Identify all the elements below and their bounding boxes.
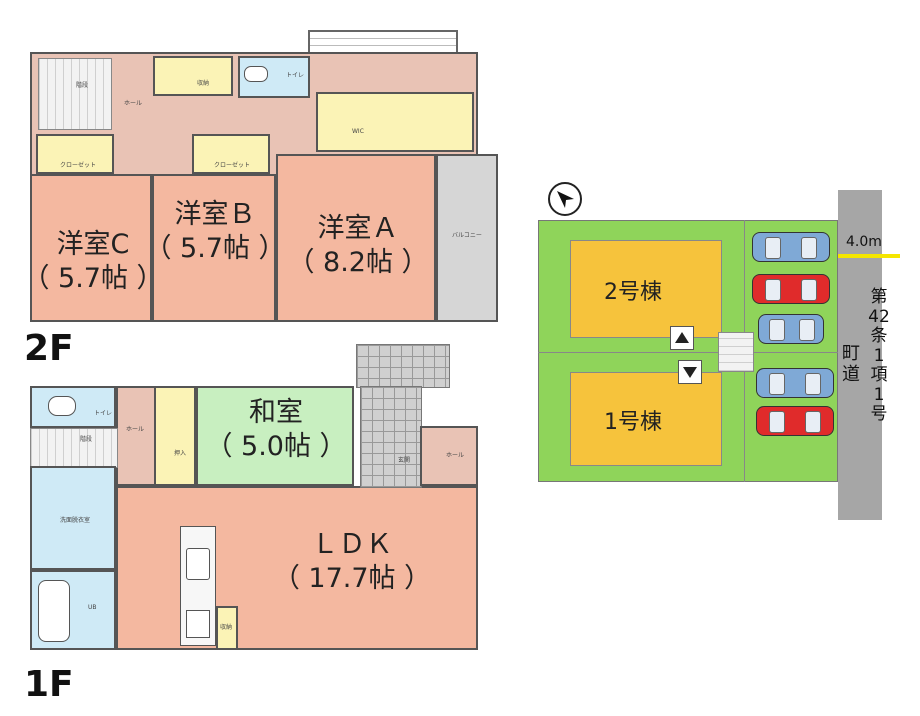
closet-b — [192, 134, 270, 174]
toilet-2f — [238, 56, 310, 98]
hall-2f-label: ホール — [124, 100, 143, 107]
ldk-label: ＬＤＫ （ 17.7帖 ） — [272, 529, 432, 594]
japanese-room — [196, 386, 354, 486]
road-name-label: 町 道 — [842, 343, 860, 385]
kitchen-stove — [186, 610, 210, 638]
washroom-label: 洗面脱衣室 — [60, 517, 91, 524]
washroom — [30, 466, 116, 570]
japanese-room-label: 和室 （ 5.0帖 ） — [205, 397, 347, 462]
kitchen-sink — [186, 548, 210, 580]
car-red-2 — [756, 406, 834, 436]
closet-1f-label: 押入 — [174, 450, 187, 457]
stairs-2f — [38, 58, 112, 130]
site-steps — [718, 332, 754, 372]
lot-divider-horizontal — [538, 352, 838, 353]
bathtub — [38, 580, 70, 642]
closet-b-label: クローゼット — [214, 162, 251, 169]
car-red-1 — [752, 274, 830, 304]
toilet-1f-label: トイレ — [94, 410, 113, 417]
stairs-1f — [30, 428, 118, 468]
ldk — [116, 486, 478, 650]
closet-top-2f — [153, 56, 233, 96]
building-1-label: 1号棟 — [604, 410, 662, 435]
road — [838, 190, 882, 520]
north-arrow-icon — [548, 182, 582, 216]
toilet-2f-label: トイレ — [286, 72, 305, 79]
road-class-label: 第 42 条 1 項 1 号 — [868, 287, 890, 425]
toilet-2f-fixture — [244, 66, 268, 82]
storage-1f — [216, 606, 238, 650]
closet-c-label: クローゼット — [60, 162, 97, 169]
hall-1f-label: ホール — [126, 426, 145, 433]
balcony — [436, 154, 498, 322]
closet-c — [36, 134, 114, 174]
down-arrow-icon — [678, 360, 702, 384]
western-room-c-label: 洋室C （ 5.7帖 ） — [22, 229, 164, 294]
western-room-a — [276, 154, 436, 322]
storage-1f-label: 収納 — [220, 624, 233, 631]
toilet-1f-fixture — [48, 396, 76, 416]
hall-2-1f-label: ホール — [446, 452, 465, 459]
entrance — [360, 386, 422, 488]
car-blue-1 — [752, 232, 830, 262]
western-room-c — [30, 174, 152, 322]
car-blue-3 — [756, 368, 834, 398]
up-arrow-icon — [670, 326, 694, 350]
western-room-b-label: 洋室Ｂ （ 5.7帖 ） — [144, 199, 286, 264]
bathroom-label: UB — [88, 604, 97, 611]
building-2 — [570, 240, 722, 338]
western-room-b — [152, 174, 276, 322]
stairs-1f-label: 階段 — [80, 436, 93, 443]
hall-2-1f — [420, 426, 478, 486]
car-blue-2 — [758, 314, 824, 344]
walk-in-closet — [316, 92, 474, 152]
closet-1f — [154, 386, 196, 486]
road-width-line — [838, 254, 900, 258]
western-room-a-label: 洋室Ａ （ 8.2帖 ） — [287, 213, 429, 278]
building-1 — [570, 372, 722, 466]
building-2-label: 2号棟 — [604, 280, 662, 305]
road-width-label: 4.0m — [846, 234, 882, 250]
balcony-label: バルコニー — [452, 232, 482, 239]
floor-label-2f: 2F — [24, 328, 74, 369]
entrance-porch — [356, 344, 450, 388]
stairs-2f-label: 階段 — [76, 82, 89, 89]
walk-in-closet-label: WIC — [352, 128, 364, 135]
floor-label-1f: 1F — [24, 664, 74, 705]
entrance-label: 玄関 — [398, 457, 411, 464]
closet-top-label: 収納 — [197, 80, 210, 87]
